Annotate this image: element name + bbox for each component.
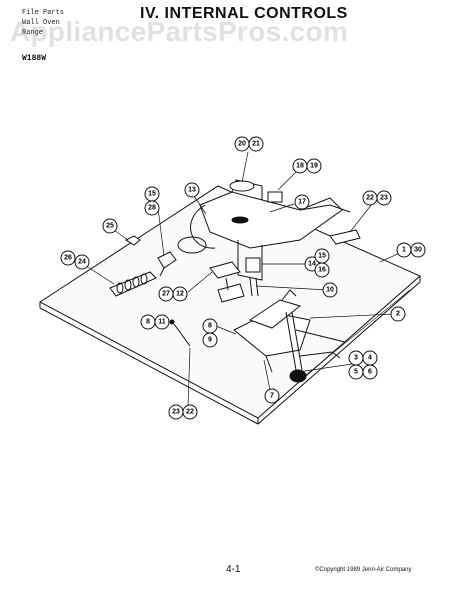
- callout-27: 27: [158, 286, 174, 302]
- callout-label: 21: [252, 141, 260, 148]
- header-line: Wall Oven: [22, 19, 60, 27]
- callout-label: 10: [326, 287, 334, 294]
- callout-7: 7: [264, 388, 280, 404]
- callout-25: 25: [102, 218, 118, 234]
- header-line: File Parts: [22, 9, 65, 17]
- callout-4: 4: [362, 350, 378, 366]
- callout-18: 18: [292, 158, 308, 174]
- callout-5: 5: [348, 364, 364, 380]
- callout-label: 9: [208, 337, 212, 344]
- callout-1: 1: [396, 242, 412, 258]
- callout-label: 28: [148, 205, 156, 212]
- callout-24: 24: [74, 254, 90, 270]
- callout-label: 2: [396, 311, 400, 318]
- callout-30: 30: [410, 242, 426, 258]
- callout-label: 7: [270, 393, 274, 400]
- callout-21: 21: [248, 136, 264, 152]
- callout-label: 15: [318, 253, 326, 260]
- callout-label: 1: [402, 247, 406, 254]
- callout-10: 10: [322, 282, 338, 298]
- callout-label: 23: [172, 409, 180, 416]
- callout-15: 15: [144, 186, 160, 202]
- callout-label: 19: [310, 163, 318, 170]
- header-line: Range: [22, 29, 44, 37]
- callout-22: 22: [362, 190, 378, 206]
- callout-label: 26: [64, 255, 72, 262]
- callout-3: 3: [348, 350, 364, 366]
- copyright-notice: ©Copyright 1989 Jenn-Air Company: [315, 567, 412, 573]
- callout-26: 26: [60, 250, 76, 266]
- callout-11: 11: [154, 314, 170, 330]
- callout-label: 20: [238, 141, 246, 148]
- callout-label: 6: [368, 369, 372, 376]
- callout-20: 20: [234, 136, 250, 152]
- callout-label: 11: [158, 319, 166, 326]
- page-title: IV. INTERNAL CONTROLS: [140, 5, 348, 22]
- callout-6: 6: [362, 364, 378, 380]
- callout-label: 13: [188, 187, 196, 194]
- callout-22b: 22: [182, 404, 198, 420]
- callout-label: 14: [308, 261, 316, 268]
- callout-label: 25: [106, 223, 114, 230]
- callout-2: 2: [390, 306, 406, 322]
- callout-label: 24: [78, 259, 86, 266]
- callout-label: 17: [298, 199, 306, 206]
- callout-16: 16: [314, 262, 330, 278]
- callout-label: 3: [354, 355, 358, 362]
- callout-label: 5: [354, 369, 358, 376]
- callout-15b: 15: [314, 248, 330, 264]
- callout-label: 22: [186, 409, 194, 416]
- terminal-block: [109, 271, 157, 297]
- callout-13: 13: [184, 182, 200, 198]
- callout-label: 18: [296, 163, 304, 170]
- model-number: W188W: [22, 54, 47, 63]
- callout-label: 15: [148, 191, 156, 198]
- callout-label: 30: [414, 247, 422, 254]
- callout-23: 23: [376, 190, 392, 206]
- callout-label: 27: [162, 291, 170, 298]
- callout-8b: 8: [202, 318, 218, 334]
- callout-label: 16: [318, 267, 326, 274]
- callout-28: 28: [144, 200, 160, 216]
- callout-label: 8: [208, 323, 212, 330]
- watermark: AppliancePartsPros.com: [10, 16, 349, 47]
- callout-19: 19: [306, 158, 322, 174]
- callout-label: 22: [366, 195, 374, 202]
- callout-label: 4: [368, 355, 372, 362]
- callout-8a: 8: [140, 314, 156, 330]
- callout-label: 12: [176, 291, 184, 298]
- page-number: 4-1: [226, 564, 241, 575]
- callout-23b: 23: [168, 404, 184, 420]
- callout-9: 9: [202, 332, 218, 348]
- callout-label: 8: [146, 319, 150, 326]
- callout-17: 17: [294, 194, 310, 210]
- header-left-block: File Parts Wall Oven Range: [22, 8, 64, 38]
- callout-label: 23: [380, 195, 388, 202]
- duct-bracket: [199, 191, 343, 249]
- callout-12: 12: [172, 286, 188, 302]
